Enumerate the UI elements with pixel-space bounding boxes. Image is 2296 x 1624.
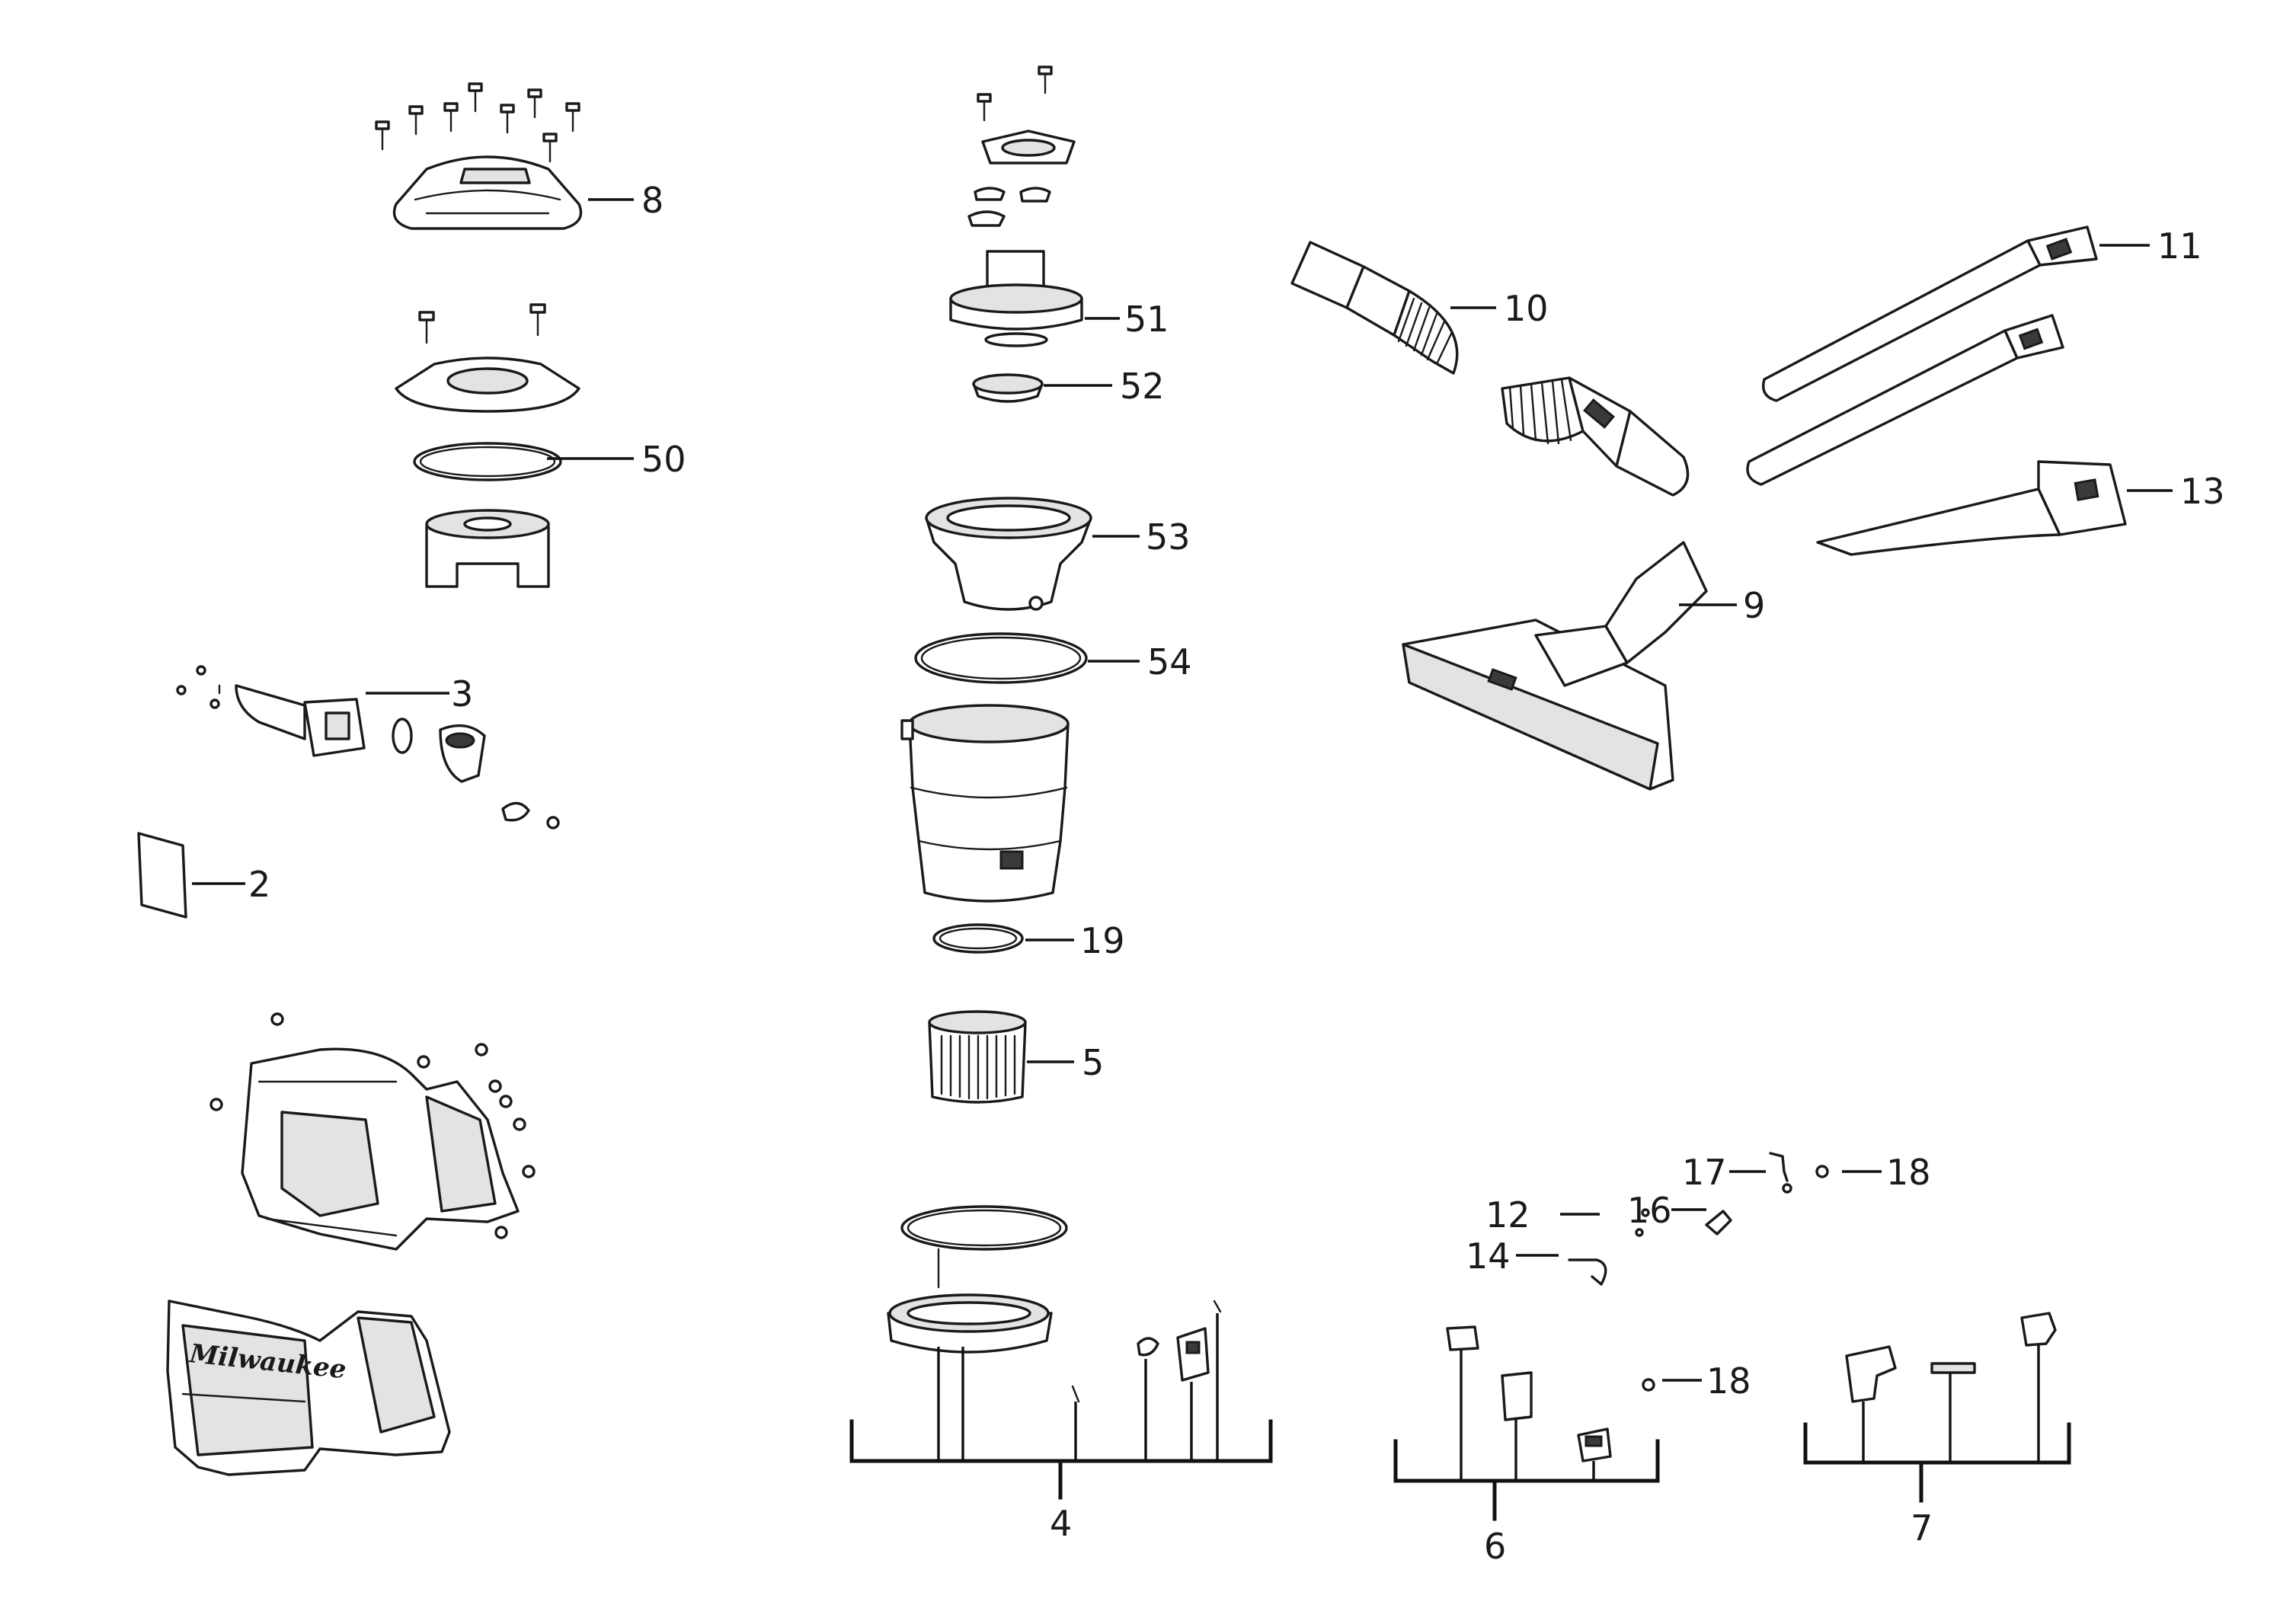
callout-52: 52 [1120, 366, 1165, 407]
cap-screws [375, 82, 580, 163]
callout-13: 13 [2180, 471, 2225, 512]
callout-8: 8 [641, 180, 664, 221]
kit-7-parts [1845, 1312, 2057, 1403]
part-51-motor [949, 66, 1083, 347]
part-3-nozzle-assembly [176, 665, 560, 830]
callout-2: 2 [248, 864, 270, 905]
part-52-ring [972, 373, 1044, 403]
kit-6-bracket [1393, 1350, 1660, 1521]
housing-screws [209, 1012, 536, 1239]
callout-10: 10 [1504, 288, 1549, 329]
part-10-hose [1290, 241, 1690, 497]
part-13-crevice-tool [1816, 460, 2127, 556]
kit-4-bracket [849, 1313, 1273, 1500]
callout-17: 17 [1682, 1152, 1727, 1193]
hose-ribs-lower [1508, 378, 1572, 445]
callout-12: 12 [1485, 1194, 1530, 1236]
kit-6-parts [1446, 1325, 1655, 1463]
kit-7-bracket [1803, 1345, 2071, 1503]
dust-bin [900, 704, 1070, 903]
lower-housing: Milwaukee [166, 1300, 451, 1476]
kit-4-parts [887, 1205, 1222, 1403]
callout-54: 54 [1147, 641, 1192, 683]
callout-14: 14 [1466, 1236, 1511, 1277]
callout-11: 11 [2157, 225, 2202, 267]
switch-small-parts [1568, 1152, 1829, 1286]
callout-4: 4 [1050, 1503, 1072, 1544]
part-11-wands [1746, 225, 2098, 486]
callout-5: 5 [1082, 1042, 1104, 1083]
part-53-motor-housing [925, 497, 1092, 611]
part-9-floor-tool [1402, 541, 1708, 791]
callout-6: 6 [1484, 1526, 1506, 1567]
part-5-filter [928, 1010, 1027, 1104]
callout-7: 7 [1911, 1507, 1933, 1549]
callout-53: 53 [1146, 516, 1191, 558]
callout-50: 50 [641, 439, 686, 480]
callout-18b: 18 [1706, 1360, 1751, 1402]
part-2-label [137, 832, 187, 919]
callout-19: 19 [1080, 920, 1125, 961]
filter-pleats [940, 1034, 1016, 1100]
upper-housing [209, 1012, 536, 1251]
callout-3: 3 [451, 673, 473, 714]
part-50-plate [395, 303, 580, 588]
part-8-top-cap [375, 82, 583, 230]
hose-ribs-upper [1397, 297, 1453, 366]
callout-9: 9 [1743, 585, 1765, 626]
part-54-gasket [914, 632, 1088, 684]
callout-18a: 18 [1886, 1152, 1931, 1193]
callout-16: 16 [1627, 1190, 1672, 1231]
callout-51: 51 [1124, 299, 1169, 340]
part-19-seal [932, 923, 1024, 954]
